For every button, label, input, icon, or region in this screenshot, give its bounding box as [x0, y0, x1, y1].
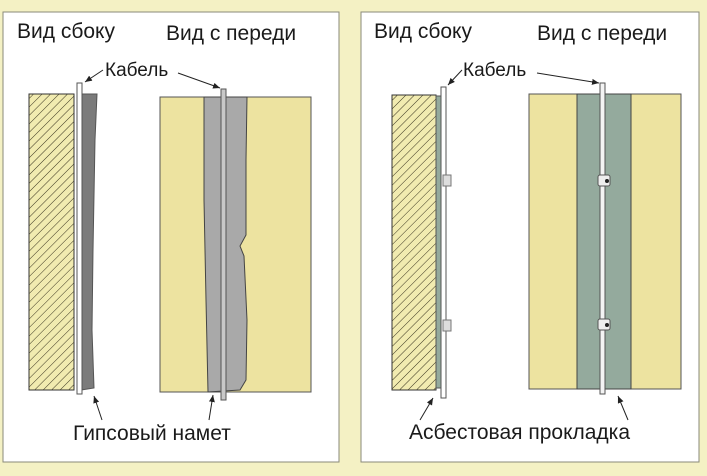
wall-section: [28, 93, 75, 391]
asbestos-arrow-side: [419, 397, 434, 421]
clamp-front: [597, 318, 611, 331]
cable-arrow-front: [536, 72, 600, 85]
cable-front: [220, 88, 227, 401]
front-view-label: Вид с переди: [537, 22, 667, 45]
plaster-label: Гипсовый намет: [73, 422, 231, 445]
plaster-arrow-side: [93, 395, 103, 421]
right-panel-asbestos: Вид сбоку Вид с переди Кабель Асбестовая…: [360, 11, 700, 463]
wall-section: [391, 94, 437, 391]
cable-side: [440, 86, 447, 399]
side-view-label: Вид сбоку: [374, 20, 472, 43]
front-view-label: Вид с переди: [166, 22, 296, 45]
cable-side: [76, 82, 83, 395]
plaster-side: [80, 93, 98, 391]
cable-front: [599, 82, 606, 395]
asbestos-label: Асбестовая прокладка: [409, 421, 630, 444]
cable-arrow-side: [447, 69, 463, 86]
clamp-front: [597, 174, 611, 187]
cable-label: Кабель: [463, 60, 526, 81]
side-view-label: Вид сбоку: [17, 20, 115, 43]
left-panel-plaster: Вид сбоку Вид с переди Кабель Гипсовый н…: [2, 11, 340, 463]
cable-label: Кабель: [105, 60, 168, 81]
clamp-side: [442, 319, 452, 332]
clamp-side: [442, 174, 452, 187]
cable-arrow-side: [84, 69, 104, 83]
asbestos-arrow-front: [617, 395, 629, 421]
plaster-arrow-front: [208, 394, 215, 421]
asbestos-side: [435, 95, 442, 389]
cable-arrow-front: [177, 72, 221, 89]
